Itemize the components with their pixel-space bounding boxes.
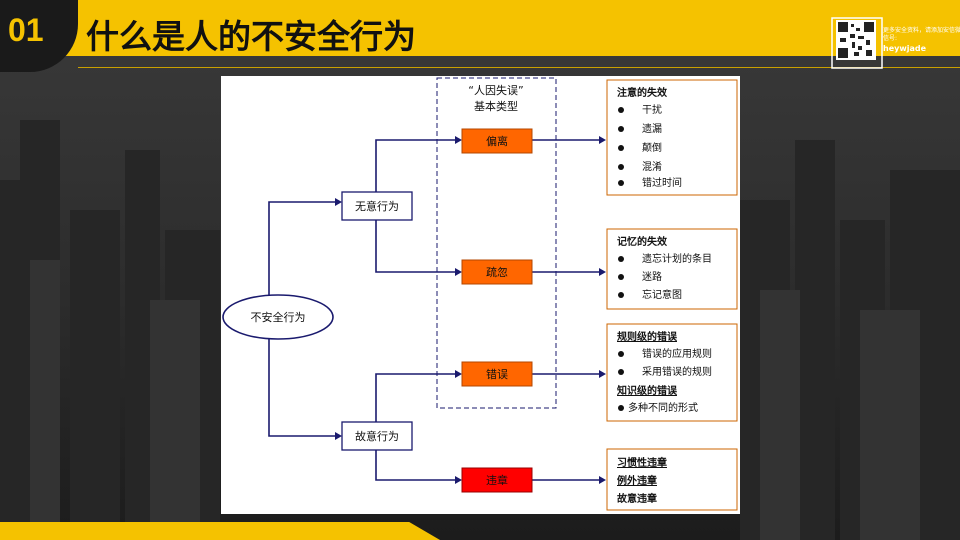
bottom-accent-bar	[0, 522, 440, 540]
branch-unintentional	[341, 191, 413, 221]
bullet-icon	[618, 145, 624, 151]
type-violation-label: 违章	[486, 473, 508, 487]
detail-mistakes-item2: 多种不同的形式	[628, 401, 698, 414]
type-deviation-label: 偏离	[486, 134, 508, 148]
detail-box-attention	[606, 79, 738, 196]
bullet-icon	[618, 292, 624, 298]
detail-violation-line: 习惯性违章	[617, 456, 667, 469]
type-negligence	[461, 259, 533, 285]
detail-violation-line: 故意违章	[617, 492, 657, 505]
detail-attention-item: 混淆	[642, 161, 662, 173]
detail-mistakes-item: 错误的应用规则	[642, 347, 712, 360]
bullet-icon	[618, 274, 624, 280]
bullet-icon	[618, 405, 624, 411]
bullet-icon	[618, 180, 624, 186]
bullet-icon	[618, 126, 624, 132]
type-violation	[461, 467, 533, 493]
city-skyline-background	[0, 120, 960, 540]
detail-mistakes-heading2: 知识级的错误	[616, 384, 678, 397]
type-mistake	[461, 361, 533, 387]
root-node-label: 不安全行为	[251, 310, 306, 324]
category-dashed-frame	[436, 77, 557, 409]
category-header-line1: “人因失误”	[468, 84, 523, 97]
slide-number: 01	[8, 12, 44, 48]
detail-attention-item: 干扰	[642, 103, 662, 116]
qr-frame	[831, 17, 883, 69]
qr-caption: 更多安全资料，请添加安信微信号:	[883, 27, 960, 42]
bullet-icon	[618, 351, 624, 357]
detail-violation-line: 例外违章	[617, 474, 657, 487]
type-mistake-label: 错误	[486, 367, 508, 381]
detail-memory-item: 遗忘计划的条目	[642, 252, 712, 265]
bullet-icon	[618, 369, 624, 375]
detail-box-mistakes	[606, 323, 738, 422]
branch-unintentional-label: 无意行为	[355, 199, 399, 213]
detail-attention-heading: 注意的失效	[617, 86, 668, 99]
branch-intentional-label: 故意行为	[355, 429, 399, 443]
detail-attention-item: 遗漏	[642, 122, 662, 135]
category-header-line2: 基本类型	[474, 99, 518, 113]
root-node	[222, 294, 334, 340]
detail-attention-item: 错过时间	[642, 176, 682, 189]
detail-mistakes-heading: 规则级的错误	[617, 330, 678, 343]
detail-box-memory	[606, 228, 738, 310]
qr-wechat-id: heywjade	[883, 44, 927, 53]
detail-mistakes-item: 采用错误的规则	[642, 365, 712, 378]
qr-code-icon	[836, 20, 876, 60]
detail-memory-item: 迷路	[642, 270, 662, 283]
unsafe-behavior-diagram: “人因失误” 基本类型 不安全行为 无意行为 故意行为 偏离 疏忽 错误 违章 …	[222, 77, 738, 511]
detail-memory-item: 忘记意图	[642, 288, 682, 301]
bullet-icon	[618, 107, 624, 113]
type-deviation	[461, 128, 533, 154]
bullet-icon	[618, 256, 624, 262]
detail-attention-item: 颠倒	[642, 141, 662, 154]
title-underline	[78, 67, 960, 68]
branch-intentional	[341, 421, 413, 451]
slide-title: 什么是人的不安全行为	[86, 17, 416, 56]
title-bar-notch	[520, 0, 960, 18]
type-negligence-label: 疏忽	[486, 265, 508, 279]
detail-memory-heading: 记忆的失效	[617, 235, 668, 248]
detail-box-violations	[606, 448, 738, 511]
bullet-icon	[618, 164, 624, 170]
